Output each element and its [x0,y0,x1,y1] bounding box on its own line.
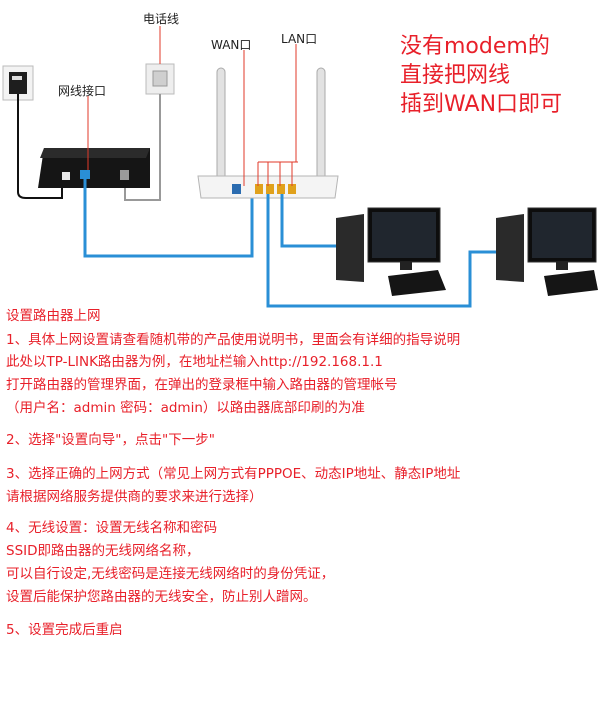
cable-modem-to-router [83,176,254,258]
instructions-heading: 设置路由器上网 [6,308,101,324]
step4-line: SSID即路由器的无线网络名称， [6,543,200,559]
cable-wall-to-modem [17,94,63,199]
step3-line: 请根据网络服务提供商的要求来进行选择） [6,489,263,505]
callout-line: 直接把网线 [400,63,511,88]
wan-port-label: WAN口 [211,38,252,52]
step4-line: 可以自行设定,无线密码是连接无线网络时的身份凭证， [6,566,335,582]
network-diagram [2,26,598,308]
wall-socket-phone [145,63,175,95]
router [197,67,339,199]
step4-line: 4、无线设置：设置无线名称和密码 [6,520,218,536]
cable-router-to-pc1 [280,194,336,248]
computer-1 [336,207,446,296]
step2-line: 2、选择"设置向导"，点击"下一步" [6,432,215,448]
step1-line: 打开路由器的管理界面，在弹出的登录框中输入路由器的管理帐号 [6,377,398,393]
step1-line: 1、具体上网设置请查看随机带的产品使用说明书，里面会有详细的指导说明 [6,332,461,348]
step1-line: 此处以TP-LINK路由器为例，在地址栏输入http://192.168.1.1 [6,354,383,370]
no-modem-callout: 没有modem的 直接把网线 插到WAN口即可 [400,32,562,119]
lan-port-label: LAN口 [281,32,318,46]
callout-line: 插到WAN口即可 [400,92,563,117]
network-port-label: 网线接口 [58,84,107,98]
step1-line: （用户名：admin 密码：admin）以路由器底部印刷的为准 [6,400,365,416]
computer-2 [496,207,598,296]
step4-line: 设置后能保护您路由器的无线安全，防止别人蹭网。 [6,589,317,605]
cable-phone [124,94,161,201]
step5-line: 5、设置完成后重启 [6,622,123,638]
callout-line: 没有modem的 [400,34,550,59]
modem [38,148,150,188]
step3-line: 3、选择正确的上网方式（常见上网方式有PPPOE、动态IP地址、静态IP地址 [6,466,461,482]
cable-router-to-pc2 [266,194,496,308]
lan-label-leader [257,44,298,186]
phone-line-label: 电话线 [143,12,180,26]
